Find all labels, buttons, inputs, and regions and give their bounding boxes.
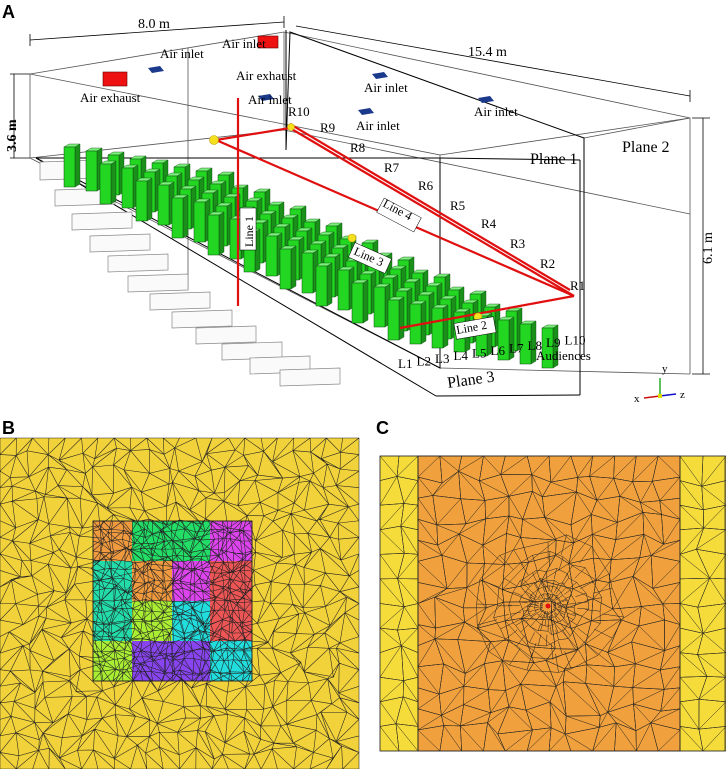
mesh-c-center-point <box>545 603 551 609</box>
axis-y-label: y <box>662 363 668 375</box>
seat-icon <box>315 262 333 307</box>
seat-icon <box>157 181 175 226</box>
label-plane-3: Plane 3 <box>446 369 495 392</box>
row-label-l: L10 <box>565 333 586 348</box>
seat-icon <box>431 304 449 349</box>
seat-icon <box>121 164 139 209</box>
panel-a-letter: A <box>2 2 15 22</box>
seat-icon <box>193 198 211 243</box>
air-exhaust-icon <box>102 71 128 87</box>
monitor-point-icon <box>347 233 357 243</box>
monitor-point-icon <box>209 135 219 145</box>
axis-x-label: x <box>634 393 640 405</box>
seat-icon <box>279 245 297 290</box>
row-label-l: L7 <box>509 340 524 355</box>
row-label-r: R7 <box>384 160 400 175</box>
seat-icon <box>63 143 81 188</box>
seat-icon <box>497 316 515 361</box>
monitoring-points <box>209 123 483 322</box>
air-inlet-icon <box>372 72 388 79</box>
seat-icon <box>99 160 117 205</box>
row-label-l: L8 <box>528 338 542 353</box>
label-air-inlet-4: Air inlet <box>364 80 408 95</box>
row-label-r: R10 <box>288 104 310 119</box>
row-label-r: R3 <box>510 236 525 251</box>
seat-icon <box>351 279 369 324</box>
seat-icon <box>519 320 537 365</box>
air-inlet-icon <box>478 96 494 103</box>
label-air-inlet-2: Air inlet <box>222 36 266 51</box>
line-2-path <box>399 294 575 330</box>
label-air-exhaust-2: Air exhaust <box>80 90 141 105</box>
seat-icon <box>337 266 355 311</box>
panel-c: C <box>376 418 726 752</box>
room-wireframe <box>29 31 691 375</box>
seat-icon <box>301 249 319 294</box>
panel-a: A <box>2 2 716 405</box>
panel-b-letter: B <box>2 418 15 438</box>
air-inlet-icon <box>358 108 374 115</box>
row-label-l: L4 <box>454 348 469 363</box>
row-label-l: L6 <box>491 343 506 358</box>
dimension-width: 8.0 m <box>138 17 170 32</box>
dimension-height-front: 3.6 m <box>5 119 20 152</box>
seat-icon <box>387 296 405 341</box>
label-air-exhaust-1: Air exhaust <box>236 68 297 83</box>
row-label-r: R8 <box>350 140 365 155</box>
line-2-label: Line 2 <box>455 318 488 337</box>
mesh-c-inner <box>418 456 680 751</box>
label-air-inlet-3: Air inlet <box>248 92 292 107</box>
label-air-inlet-6: Air inlet <box>474 104 518 119</box>
line-4-path <box>289 127 575 297</box>
dimension-length: 15.4 m <box>468 45 507 60</box>
label-plane-2: Plane 2 <box>622 139 670 156</box>
line-1-label: Line 1 <box>242 216 256 247</box>
row-label-l: L9 <box>546 335 560 350</box>
row-label-l: L2 <box>417 353 431 368</box>
air-inlet-icon <box>148 66 164 73</box>
row-labels-r: R1 R2 R3 R4 R5 R6 R7 R8 R9 R10 <box>288 104 585 293</box>
row-label-r: R2 <box>540 256 555 271</box>
seat-icon <box>541 324 559 369</box>
seat-icon <box>409 300 427 345</box>
row-label-l: L5 <box>472 346 486 361</box>
dimension-lines <box>10 16 710 375</box>
row-label-l: L1 <box>398 356 412 371</box>
row-label-r: R6 <box>418 178 434 193</box>
label-plane-1: Plane 1 <box>530 151 578 168</box>
row-label-l: L3 <box>435 351 449 366</box>
air-vents <box>102 35 494 115</box>
row-label-r: R4 <box>481 216 497 231</box>
panel-c-letter: C <box>376 418 389 438</box>
row-label-r: R9 <box>320 120 335 135</box>
plane-2-outline <box>285 30 585 355</box>
seat-icon <box>135 177 153 222</box>
stair-steps <box>39 159 341 387</box>
seat-icon <box>171 194 189 239</box>
row-label-r: R1 <box>570 278 585 293</box>
measurement-lines <box>215 98 575 330</box>
label-air-inlet-1: Air inlet <box>160 46 204 61</box>
axis-triad-icon <box>643 378 677 399</box>
seat-icon <box>265 232 283 277</box>
row-label-r: R5 <box>450 198 465 213</box>
seat-icon <box>85 147 103 192</box>
axis-z-label: z <box>680 389 685 401</box>
mesh-b-wireframe <box>0 437 360 769</box>
monitor-point-icon <box>287 123 295 131</box>
seat-icon <box>373 283 391 328</box>
panel-b: B <box>0 418 360 769</box>
air-inlet-icon <box>258 94 274 101</box>
seat-icon <box>207 211 225 256</box>
label-audiences: Audiences <box>536 348 591 363</box>
dimension-height-back: 6.1 m <box>701 232 716 264</box>
air-exhaust-icon <box>257 35 279 49</box>
label-air-inlet-5: Air inlet <box>356 118 400 133</box>
